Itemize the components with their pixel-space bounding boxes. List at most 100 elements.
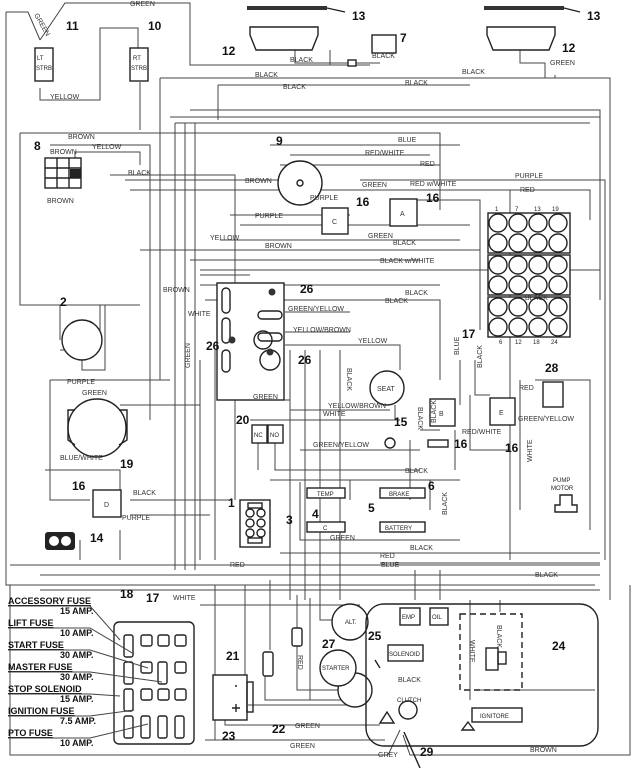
callout-13: 13 [352,9,366,23]
wire-label: PURPLE [67,379,95,386]
wire-label: BLACK [255,72,278,79]
battery-module: BATTERY [379,521,426,533]
callout-20: 20 [236,413,250,427]
connector-pin [548,233,568,253]
relay-e-label: E [499,410,504,417]
left-strobe-label: STRB [36,66,52,72]
fuse-socket [157,634,170,647]
callout-10: 10 [148,19,162,33]
wire-label: RED [380,553,395,560]
connector-pin [488,317,508,337]
wire-label: BROWN [47,198,74,205]
callout-16: 16 [454,437,468,451]
connector-pin [528,297,548,317]
wire-label: GREEN [253,394,278,401]
connector-7 [347,59,357,67]
connector-pin [528,275,548,295]
right-strobe-label: STRB [131,66,147,72]
connector-pin [508,297,528,317]
wire-label: BROWN [245,178,272,185]
right-strobe-label: RT [133,56,141,62]
fuse-leader-line [8,693,121,697]
clutch-label: CLUTCH [397,698,421,704]
fuse-legend-rating: 10 AMP. [60,628,94,638]
alt-label: ALT. [345,620,357,626]
wire-label: GREEN [368,233,393,240]
callout-9: 9 [276,134,283,148]
fuse-socket [157,688,170,701]
spark-plug-wire [403,731,421,768]
wire-label: WHITE [173,595,196,602]
wire-label: BROWN [68,134,95,141]
wire-label: YELLOW/BROWN [293,327,351,334]
wire-label: BLACK [462,69,485,76]
ring-terminal [384,437,396,449]
main-connector: 1 7 13 19 6 12 18 24 [487,207,571,346]
temp-module: TEMP [306,487,346,499]
fuse [157,661,168,685]
connector-pin [548,213,568,233]
right-strobe: RT STRB [129,47,149,82]
component-7 [371,34,397,54]
fuse-legend-rating: 15 AMP. [60,694,94,704]
left-strobe-label: LT [37,56,44,62]
wire-label: BLACK [283,84,306,91]
emp-label: EMP [402,615,415,621]
callout-28: 28 [545,361,559,375]
callout-23: 23 [222,729,236,743]
wire-label: BLACK [535,572,558,579]
wire-label: RED/WHITE [462,429,502,436]
wire-label: GREEN [130,1,155,8]
pin-number: 12 [515,340,522,346]
wire-label: BLACK [290,57,313,64]
fuse-legend-rating: 30 AMP. [60,672,94,682]
wire-label: BROWN [265,243,292,250]
wire-label: PURPLE [255,213,283,220]
wire-label: BLUE/WHITE [60,455,103,462]
wire-label: YELLOW [210,235,240,242]
fuse-leader-line [8,605,121,641]
fuse [140,715,151,739]
fuse-leader-line [8,627,135,655]
wire-label: GREEN [295,723,320,730]
wire-label: BLACK [393,240,416,247]
callout-11: 11 [66,19,79,33]
fuse-block [113,621,195,745]
wire-label: BLACK [128,170,151,177]
callout-25: 25 [368,629,382,643]
fuse-socket [174,688,187,701]
pin-number: 7 [515,207,519,213]
wire-label: PURPLE [515,173,543,180]
wire-label: BROWN [530,747,557,754]
pin-number: 13 [534,207,541,213]
callout-12: 12 [222,44,236,58]
fuse-legend-rating: 7.5 AMP. [60,716,96,726]
connector-1 [239,499,271,548]
callout-3: 3 [286,513,293,527]
solenoid-label: SOLENOID [389,652,421,658]
oil-label: OIL [432,615,442,621]
fuse-legend-rating: 15 AMP. [60,606,94,616]
wires [5,2,631,756]
callout-7: 7 [400,31,407,45]
fuse [123,715,134,739]
wire-label: GREEN/YELLOW [518,416,574,423]
fuse [123,688,134,712]
callout-16: 16 [356,195,370,209]
callout-4: 4 [312,507,319,521]
callout-19: 19 [120,457,134,471]
seat-safety-switch: NC NO [251,424,284,444]
wire-label: BLACK [405,290,428,297]
ignition-switch [277,160,323,206]
fuse-legend-name: STOP SOLENOID [8,684,82,694]
wire-label: RED [519,385,534,392]
light-bar-left [247,6,346,13]
fuse [157,715,168,739]
pin-number: 1 [495,207,499,213]
brake-module: BRAKE [379,487,426,499]
seat-switch: SEAT [369,370,405,406]
wire-label: BLACK [495,625,502,648]
pin-number: 24 [551,340,558,346]
